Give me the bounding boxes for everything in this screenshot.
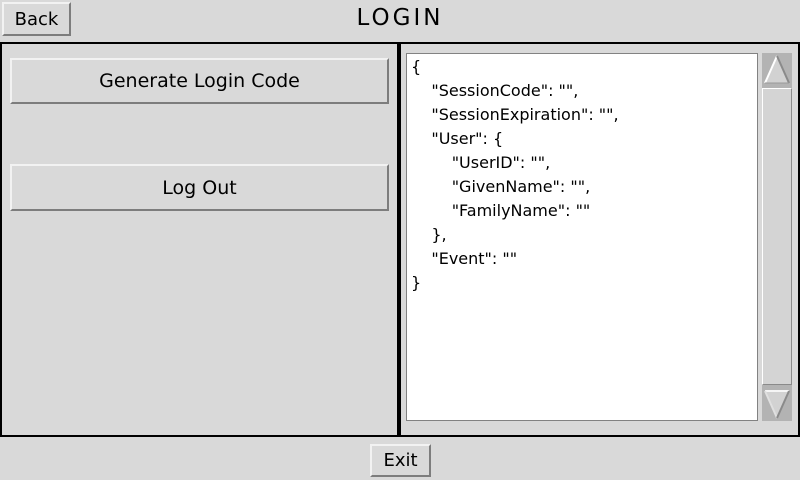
- top-bar: Back LOGIN: [0, 0, 800, 42]
- main-area: Generate Login Code Log Out { "SessionCo…: [0, 42, 800, 437]
- actions-panel: Generate Login Code Log Out: [0, 42, 399, 437]
- generate-login-code-label: Generate Login Code: [99, 70, 300, 92]
- page-title: LOGIN: [356, 5, 444, 31]
- scroll-up-button[interactable]: [762, 53, 792, 87]
- session-output-panel: { "SessionCode": "", "SessionExpiration"…: [399, 42, 800, 437]
- log-out-button[interactable]: Log Out: [10, 164, 389, 211]
- exit-button[interactable]: Exit: [370, 444, 431, 477]
- scroll-down-icon: [764, 390, 790, 419]
- vertical-scrollbar[interactable]: [762, 53, 792, 421]
- generate-login-code-button[interactable]: Generate Login Code: [10, 58, 389, 104]
- back-button[interactable]: Back: [2, 2, 71, 36]
- scrollbar-thumb[interactable]: [762, 88, 792, 385]
- exit-button-label: Exit: [383, 450, 418, 471]
- session-json-textarea[interactable]: { "SessionCode": "", "SessionExpiration"…: [406, 53, 758, 421]
- scroll-up-icon: [764, 55, 790, 84]
- back-button-label: Back: [14, 8, 59, 30]
- log-out-label: Log Out: [162, 176, 237, 199]
- bottom-bar: Exit: [0, 437, 800, 480]
- scroll-down-button[interactable]: [762, 387, 792, 421]
- session-json-text: { "SessionCode": "", "SessionExpiration"…: [411, 57, 619, 292]
